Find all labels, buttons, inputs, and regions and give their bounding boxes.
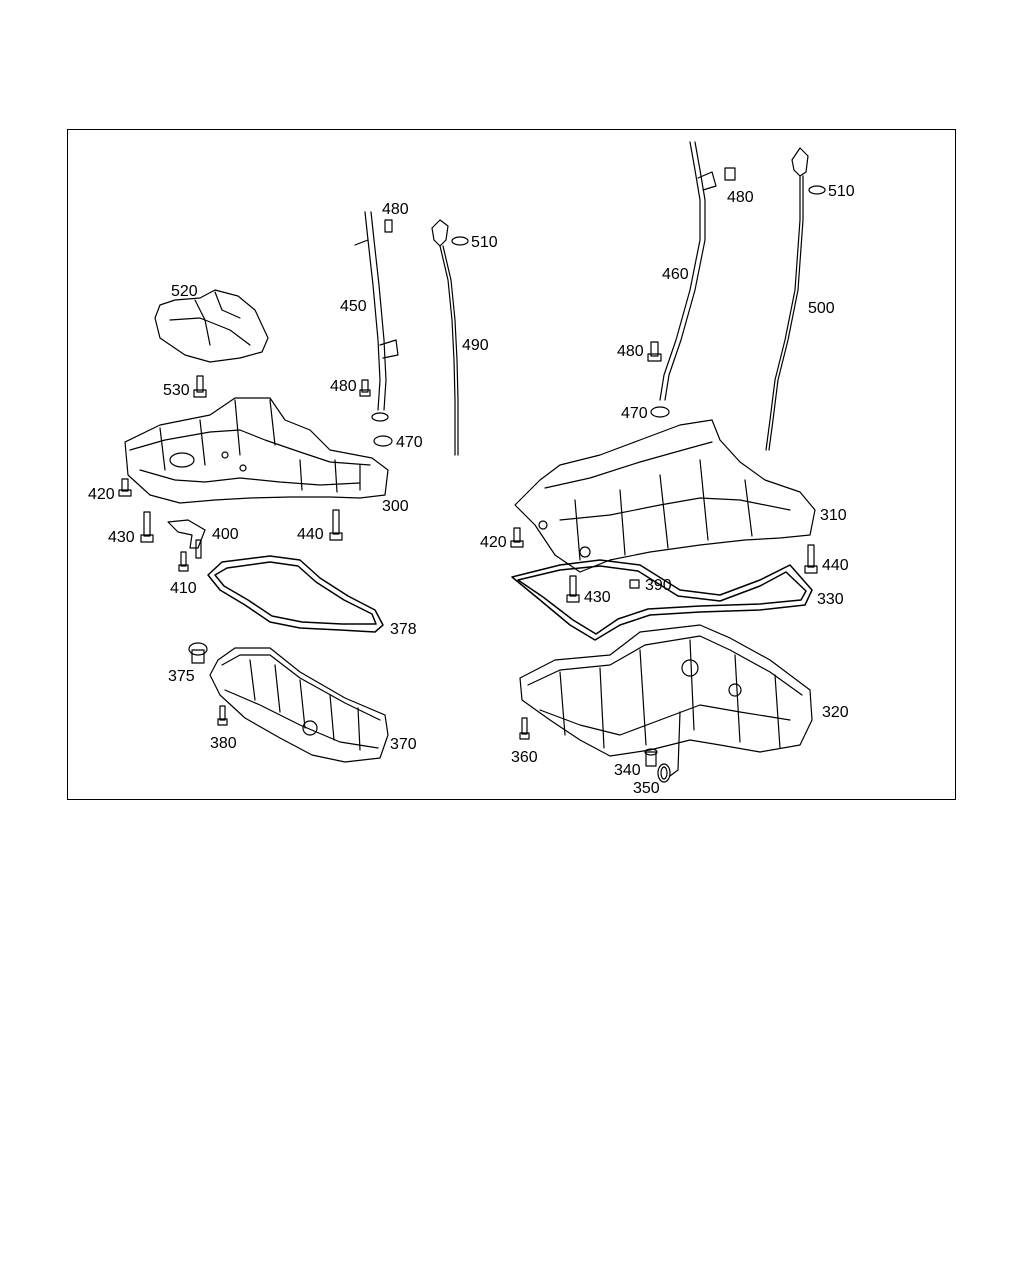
callout-480-d: 480	[617, 343, 644, 360]
callout-470-right: 470	[621, 405, 648, 422]
callout-450: 450	[340, 298, 367, 315]
part-440-bolt-right	[804, 544, 818, 574]
part-500-dipstick	[765, 147, 809, 451]
callout-440-right: 440	[822, 557, 849, 574]
callout-510-right: 510	[828, 183, 855, 200]
callout-440-left: 440	[297, 526, 324, 543]
part-480-bolt-a	[384, 219, 393, 233]
callout-350: 350	[633, 780, 660, 797]
callout-400: 400	[212, 526, 239, 543]
diagram-frame	[67, 129, 956, 800]
callout-360: 360	[511, 749, 538, 766]
part-450-guide-tube	[354, 211, 399, 422]
part-400-bracket	[167, 519, 206, 559]
callout-500: 500	[808, 300, 835, 317]
part-480-bolt-c	[724, 167, 736, 181]
part-370-lower-pan	[209, 647, 389, 763]
callout-370: 370	[390, 736, 417, 753]
part-460-guide-tube	[659, 141, 717, 401]
callout-300: 300	[382, 498, 409, 515]
callout-480-b: 480	[330, 378, 357, 395]
part-480-bolt-d	[647, 341, 662, 362]
part-360-bolt	[519, 717, 530, 740]
callout-420-left: 420	[88, 486, 115, 503]
callout-430-right: 430	[584, 589, 611, 606]
callout-380: 380	[210, 735, 237, 752]
callout-330: 330	[817, 591, 844, 608]
callout-530: 530	[163, 382, 190, 399]
part-510-oring-b	[808, 185, 826, 195]
callout-340: 340	[614, 762, 641, 779]
callout-510-left: 510	[471, 234, 498, 251]
part-530-bolt	[193, 375, 207, 398]
callout-520: 520	[171, 283, 198, 300]
part-480-bolt-b	[359, 379, 371, 397]
part-470-oring-b	[650, 406, 670, 418]
callout-410: 410	[170, 580, 197, 597]
part-520-cover	[154, 289, 269, 363]
callout-490: 490	[462, 337, 489, 354]
part-420-bolt-right	[510, 527, 524, 548]
callout-310: 310	[820, 507, 847, 524]
part-440-bolt-left	[329, 509, 343, 541]
callout-390: 390	[645, 577, 672, 594]
callout-420-right: 420	[480, 534, 507, 551]
part-510-oring-a	[451, 236, 469, 246]
part-300-upper-pan	[124, 397, 389, 504]
part-320-lower-pan	[519, 624, 813, 777]
part-390-plug	[629, 579, 640, 589]
callout-480-a: 480	[382, 201, 409, 218]
callout-480-c: 480	[727, 189, 754, 206]
callout-470-left: 470	[396, 434, 423, 451]
part-378-gasket	[207, 555, 384, 633]
callout-460: 460	[662, 266, 689, 283]
part-350-seal	[657, 763, 671, 783]
part-380-bolt	[217, 705, 228, 726]
part-430-bolt-left	[140, 511, 154, 543]
part-375-plug	[188, 642, 208, 664]
part-490-dipstick	[431, 219, 459, 456]
part-470-oring-a	[373, 435, 393, 447]
part-330-gasket	[511, 559, 813, 641]
callout-430-left: 430	[108, 529, 135, 546]
callout-378: 378	[390, 621, 417, 638]
part-340-plug	[644, 748, 658, 767]
part-420-bolt-left	[118, 478, 132, 497]
part-430-bolt-right	[566, 575, 580, 603]
part-410-bolt	[178, 551, 189, 572]
callout-375: 375	[168, 668, 195, 685]
callout-320: 320	[822, 704, 849, 721]
